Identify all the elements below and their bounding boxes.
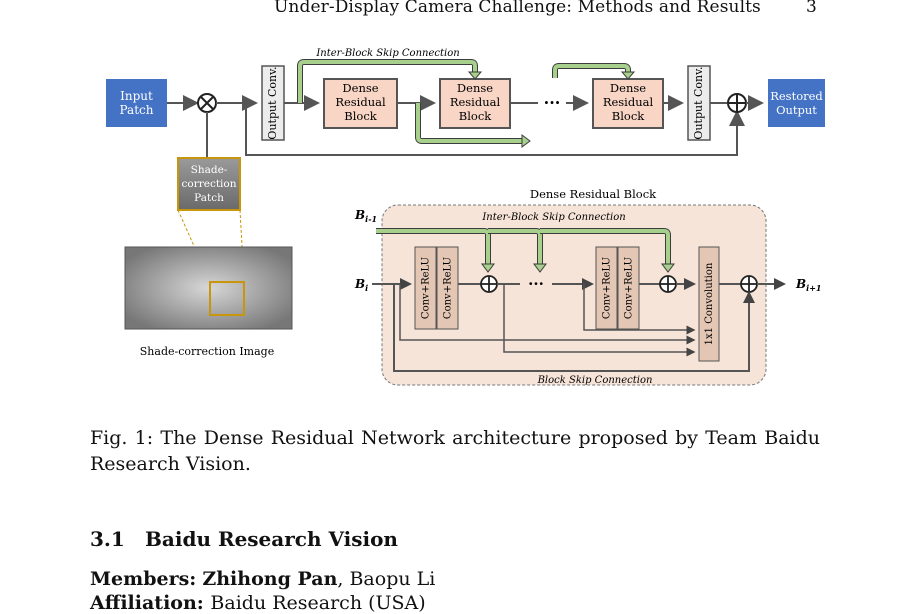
output-conv-first-label: Output Conv. [266, 66, 279, 139]
inner-skip-arrow [376, 228, 675, 273]
architecture-figure: Input Patch Output Conv. Dense Residual … [106, 48, 825, 386]
members-line: Members: Zhihong Pan, Baopu Li [90, 568, 435, 590]
input-patch-box [106, 79, 167, 127]
running-header-title: Under-Display Camera Challenge: Methods … [274, 0, 761, 17]
dense-block-3 [592, 78, 664, 129]
add-operator-3-icon [740, 275, 758, 293]
members-rest: , Baopu Li [337, 568, 436, 590]
conv-1x1 [698, 246, 720, 362]
b-next-label: Bi+1 [795, 277, 821, 293]
add-operator-icon [727, 93, 747, 113]
b-cur-label: Bi [354, 277, 368, 293]
shade-patch-label-1: Shade- [191, 164, 228, 176]
conv-relu-2b-label: Conv+ReLU [624, 257, 635, 319]
inter-block-label: Inter-Block Skip Connection [481, 212, 625, 223]
output-conv-second-label: Output Conv. [692, 66, 705, 139]
conv-relu-1a [414, 246, 437, 330]
shade-patch-label-3: Patch [194, 192, 224, 204]
conv-relu-2a [595, 246, 618, 330]
conv-relu-1b [436, 246, 459, 330]
conv-relu-1a-label: Conv+ReLU [421, 257, 432, 319]
conv-1x1-label: 1x1 Convolution [704, 262, 715, 345]
dense-block-1-label-3: Block [344, 109, 377, 123]
shade-correction-patch [177, 157, 241, 211]
running-header: Under-Display Camera Challenge: Methods … [0, 0, 900, 19]
page-number: 3 [806, 0, 817, 17]
inter-block-skip-arrow [297, 59, 636, 148]
b-prev-label: Bi-1 [354, 208, 377, 224]
conv-relu-2a-label: Conv+ReLU [602, 257, 613, 319]
section-heading: 3.1 Baidu Research Vision [90, 527, 398, 551]
dense-block-1-label-2: Residual [335, 95, 386, 109]
add-operator-1-icon [480, 275, 498, 293]
block-ellipsis: ··· [528, 275, 544, 293]
top-skip-label: Inter-Block Skip Connection [315, 48, 459, 59]
shade-image-highlight [209, 281, 245, 316]
shade-correction-image [124, 246, 293, 330]
section-number: 3.1 [90, 527, 125, 551]
dense-block-detail-title: Dense Residual Block [530, 187, 657, 201]
affiliation-line: Affiliation: Baidu Research (USA) [90, 592, 426, 614]
top-ellipsis: ··· [544, 93, 561, 112]
shade-patch-label-2: correction [182, 178, 237, 190]
affiliation-label: Affiliation: [90, 592, 204, 614]
section-title: Baidu Research Vision [145, 527, 398, 551]
affiliation-value: Baidu Research (USA) [210, 592, 426, 614]
input-patch-label-2: Patch [120, 103, 154, 117]
input-patch-label-1: Input [120, 89, 153, 103]
restored-output-box [768, 79, 825, 127]
restored-output-label-1: Restored [770, 89, 823, 103]
dense-block-3-label-1: Dense [610, 81, 646, 95]
dense-block-1 [323, 78, 398, 129]
conv-relu-2b [617, 246, 640, 330]
dense-block-3-label-2: Residual [603, 95, 654, 109]
conv-relu-1b-label: Conv+ReLU [443, 257, 454, 319]
multiply-operator-icon [197, 93, 217, 113]
dense-block-2-label-3: Block [459, 109, 492, 123]
members-lead: Zhihong Pan [202, 568, 338, 590]
members-label: Members: [90, 568, 197, 590]
block-skip-label: Block Skip Connection [537, 375, 653, 386]
dense-block-3-label-3: Block [612, 109, 645, 123]
dense-block-2-label-1: Dense [457, 81, 493, 95]
figure-caption: Fig. 1: The Dense Residual Network archi… [90, 427, 820, 475]
dense-block-2-label-2: Residual [450, 95, 501, 109]
add-operator-2-icon [659, 275, 677, 293]
dense-block-1-label-1: Dense [342, 81, 378, 95]
shade-image-caption: Shade-correction Image [140, 345, 274, 358]
restored-output-label-2: Output [776, 103, 817, 117]
